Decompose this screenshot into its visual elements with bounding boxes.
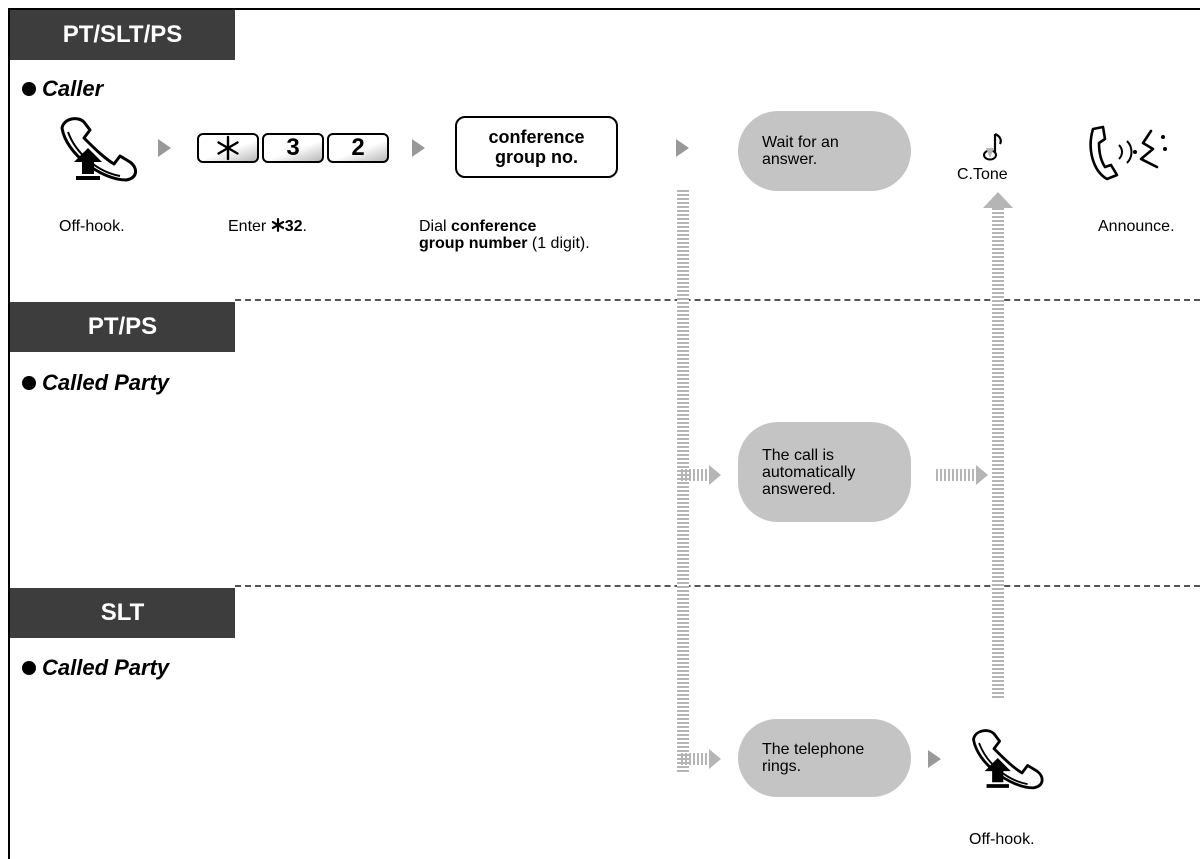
signal-arrow-icon xyxy=(681,749,721,769)
offhook-caption: Off-hook. xyxy=(59,218,125,235)
role-called-party-slt-label: Called Party xyxy=(42,655,170,680)
bullet-icon xyxy=(22,82,36,96)
step-arrow-icon xyxy=(676,139,689,157)
signal-arrow-icon xyxy=(936,465,988,485)
speaking-handset-icon xyxy=(1089,125,1167,181)
enter-prefix: Enter xyxy=(228,218,271,235)
slt-offhook-caption: Off-hook. xyxy=(969,831,1035,848)
step-arrow-icon xyxy=(158,139,171,157)
signal-connector-up xyxy=(992,208,1004,700)
auto-answer-line3: answered. xyxy=(762,480,836,498)
dial-caption-post: (1 digit). xyxy=(527,235,590,252)
enter-code: 32 xyxy=(284,218,303,235)
conference-group-dial-box: conference group no. xyxy=(455,116,618,178)
bullet-icon xyxy=(22,661,36,675)
section-header-slt: SLT xyxy=(10,588,235,638)
dial-caption-bold2: group number xyxy=(419,235,528,252)
telephone-rings-bubble: The telephone rings. xyxy=(738,719,911,797)
up-arrow-icon xyxy=(983,192,1013,208)
announce-caption: Announce. xyxy=(1098,218,1175,235)
step-arrow-icon xyxy=(928,750,941,768)
ctone-label: C.Tone xyxy=(957,166,1008,183)
separator-line xyxy=(235,585,1200,587)
enter-suffix: . xyxy=(302,218,307,235)
diagram-frame xyxy=(8,8,1200,859)
enter-code-caption: Enter 32. xyxy=(228,218,307,235)
wait-bubble-line1: Wait for an xyxy=(762,134,839,151)
auto-answer-line2: automatically xyxy=(762,463,856,481)
asterisk-icon xyxy=(217,135,239,161)
role-caller: Caller xyxy=(22,76,103,102)
auto-answer-bubble: The call is automatically answered. xyxy=(738,422,911,522)
role-called-party-pt: Called Party xyxy=(22,370,169,396)
dial-box-line1: conference xyxy=(488,127,585,147)
step-arrow-icon xyxy=(412,139,425,157)
key-star xyxy=(197,133,259,163)
dial-caption-pre: Dial xyxy=(419,218,452,235)
separator-line xyxy=(235,299,1200,301)
dial-caption: Dial conference group number (1 digit). xyxy=(419,218,590,252)
bullet-icon xyxy=(22,376,36,390)
section-header-pt-ps: PT/PS xyxy=(10,302,235,352)
music-note-icon xyxy=(983,132,1002,161)
role-caller-label: Caller xyxy=(42,76,104,101)
section-header-caller: PT/SLT/PS xyxy=(10,10,235,60)
rings-line1: The telephone xyxy=(762,741,865,758)
key-3: 3 xyxy=(262,133,324,163)
handset-offhook-icon xyxy=(60,117,137,182)
dial-caption-bold1: conference xyxy=(451,218,537,235)
role-called-party-slt: Called Party xyxy=(22,655,169,681)
handset-offhook-icon xyxy=(972,729,1044,790)
wait-for-answer-bubble: Wait for an answer. xyxy=(738,111,911,191)
auto-answer-line1: The call is xyxy=(762,446,835,464)
key-2: 2 xyxy=(327,133,389,163)
signal-arrow-icon xyxy=(681,465,721,485)
wait-bubble-line2: answer. xyxy=(762,151,818,168)
dial-box-line2: group no. xyxy=(495,147,578,167)
role-called-party-pt-label: Called Party xyxy=(42,370,170,395)
rings-line2: rings. xyxy=(762,758,802,775)
asterisk-icon xyxy=(271,218,284,232)
